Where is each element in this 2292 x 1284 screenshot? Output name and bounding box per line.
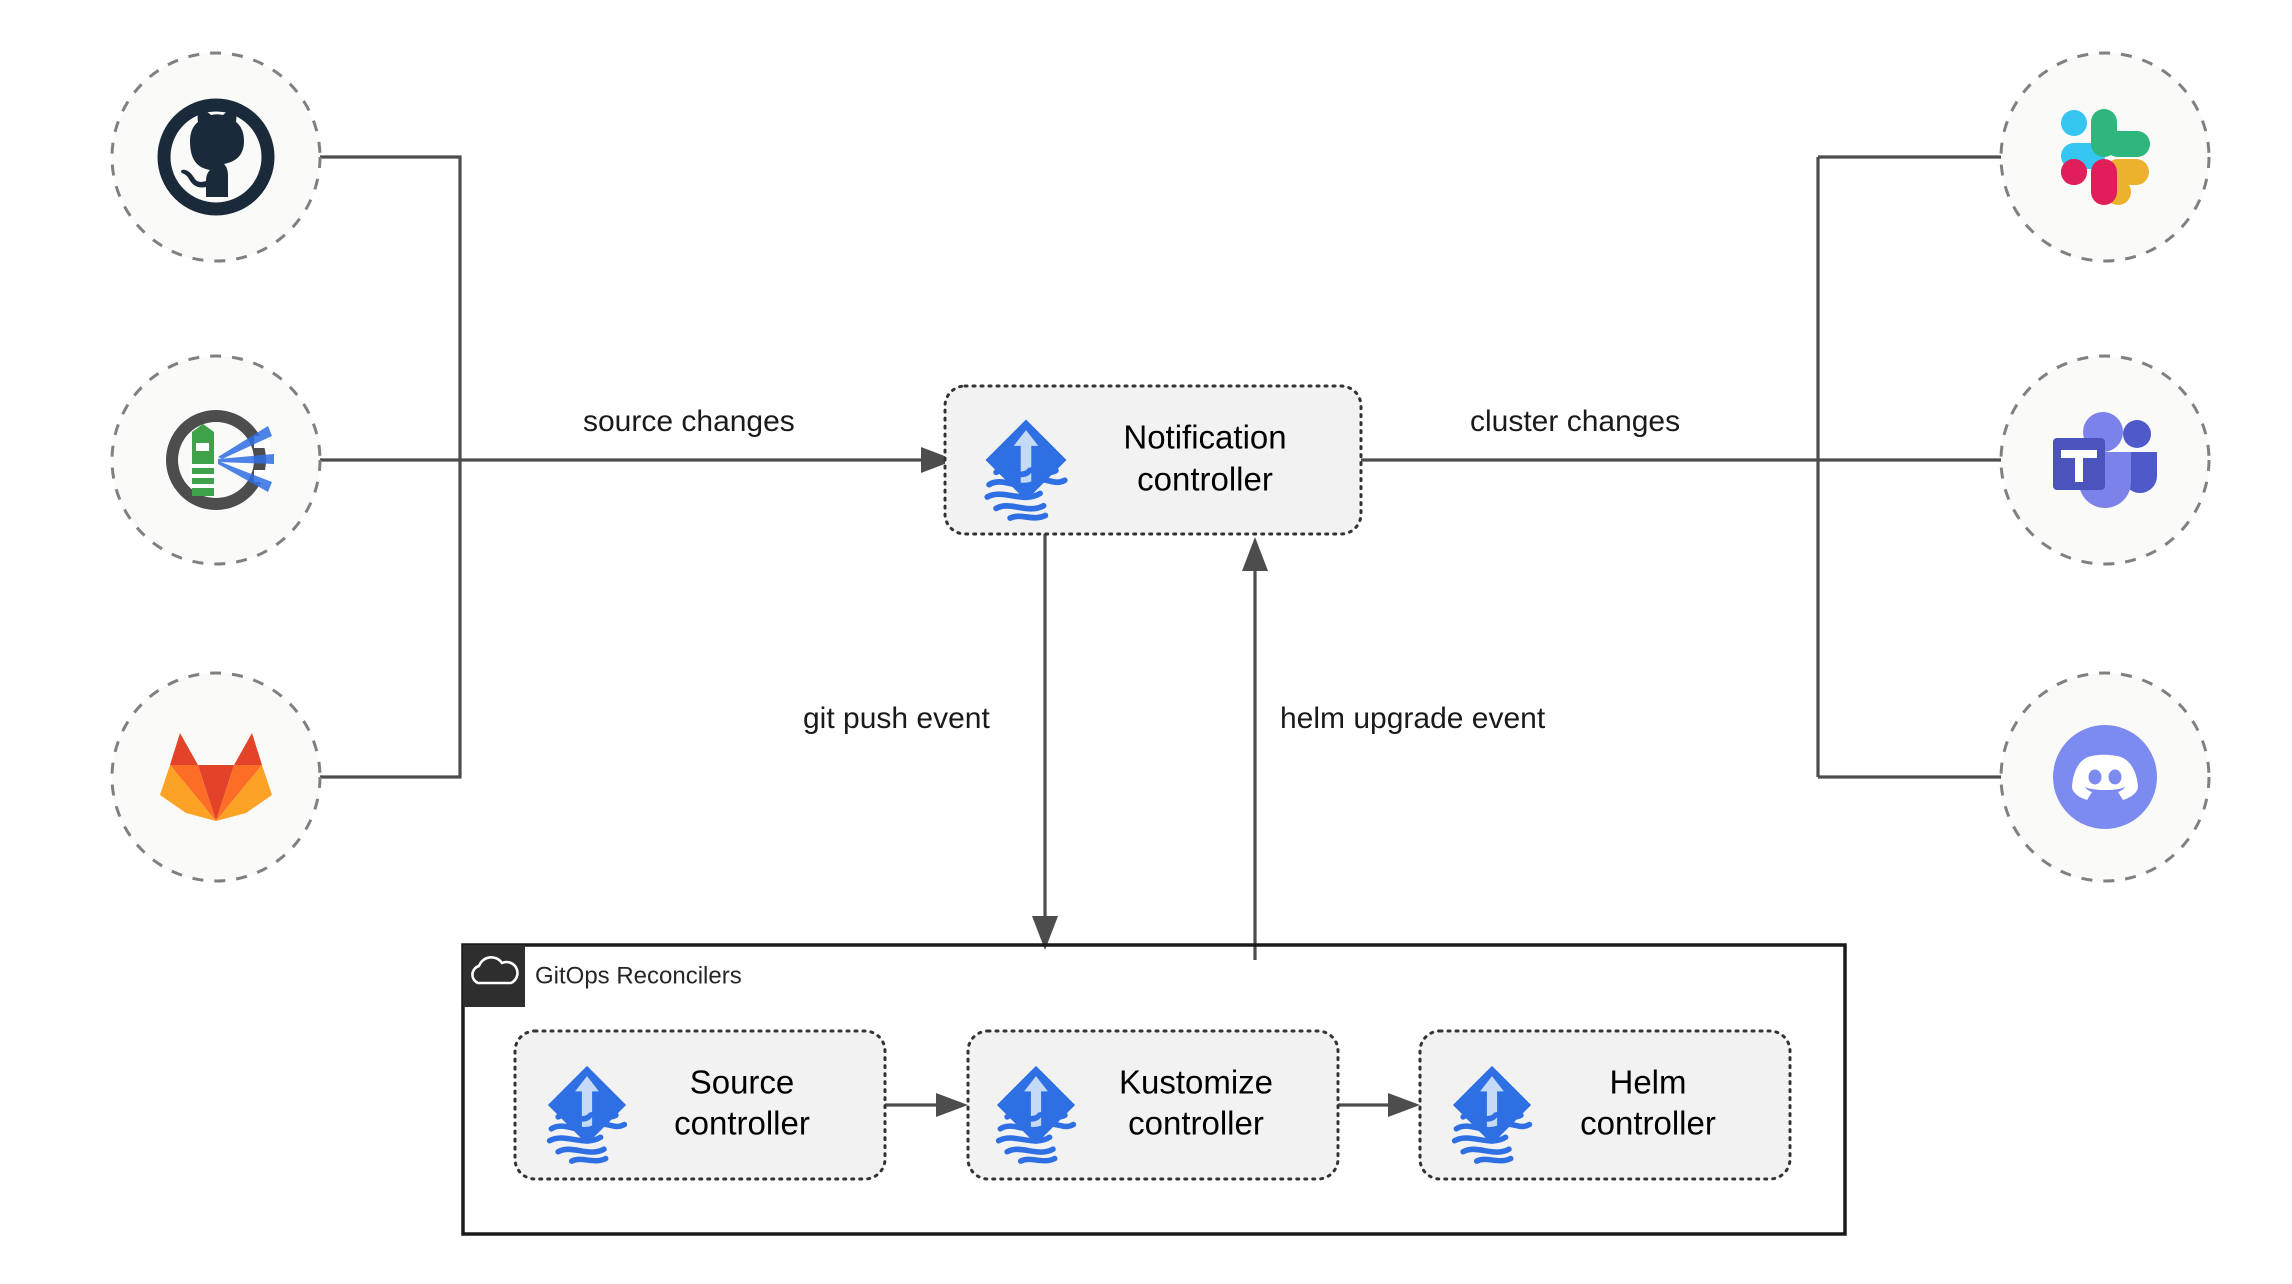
edge-labels: source changes cluster changes git push …: [575, 400, 1712, 740]
gitops-reconcilers-group: GitOps Reconcilers: [461, 943, 1847, 1236]
helm-controller-label-line2: controller: [1580, 1105, 1716, 1142]
notification-controller-node[interactable]: Notification controller: [943, 384, 1363, 536]
source-node-flux[interactable]: [110, 354, 322, 566]
source-node-github[interactable]: [110, 51, 322, 263]
helm-controller-node[interactable]: Helm controller: [1418, 1029, 1792, 1181]
notification-controller-label-line1: Notification: [1123, 419, 1286, 456]
edge-label-helm-upgrade-event: helm upgrade event: [1280, 702, 1546, 735]
edge-label-cluster-changes: cluster changes: [1470, 405, 1680, 438]
destination-node-teams[interactable]: [1999, 354, 2211, 566]
edge-git-push-event: [1032, 532, 1058, 950]
destination-node-discord[interactable]: [1999, 671, 2211, 883]
kustomize-controller-node[interactable]: Kustomize controller: [966, 1029, 1340, 1181]
source-controller-node[interactable]: Source controller: [513, 1029, 887, 1181]
source-controller-label-line2: controller: [674, 1105, 810, 1142]
destination-node-slack[interactable]: [1999, 51, 2211, 263]
edge-kustomize-to-helm: [1337, 1093, 1420, 1117]
edge-label-git-push-event: git push event: [803, 702, 990, 735]
kustomize-controller-label-line1: Kustomize: [1119, 1064, 1273, 1101]
edge-label-source-changes: source changes: [583, 405, 795, 438]
edge-helm-upgrade-event: [1242, 537, 1268, 960]
edge-source-to-kustomize: [885, 1093, 968, 1117]
edge-cluster-changes: [1360, 144, 2055, 790]
helm-controller-label-line1: Helm: [1609, 1064, 1686, 1101]
edge-source-changes: [272, 155, 955, 779]
group-label: GitOps Reconcilers: [535, 962, 742, 989]
discord-icon: [2053, 725, 2157, 829]
source-controller-label-line1: Source: [690, 1064, 795, 1101]
source-node-gitlab[interactable]: [110, 671, 322, 883]
kustomize-controller-label-line2: controller: [1128, 1105, 1264, 1142]
notification-controller-label-line2: controller: [1137, 461, 1273, 498]
